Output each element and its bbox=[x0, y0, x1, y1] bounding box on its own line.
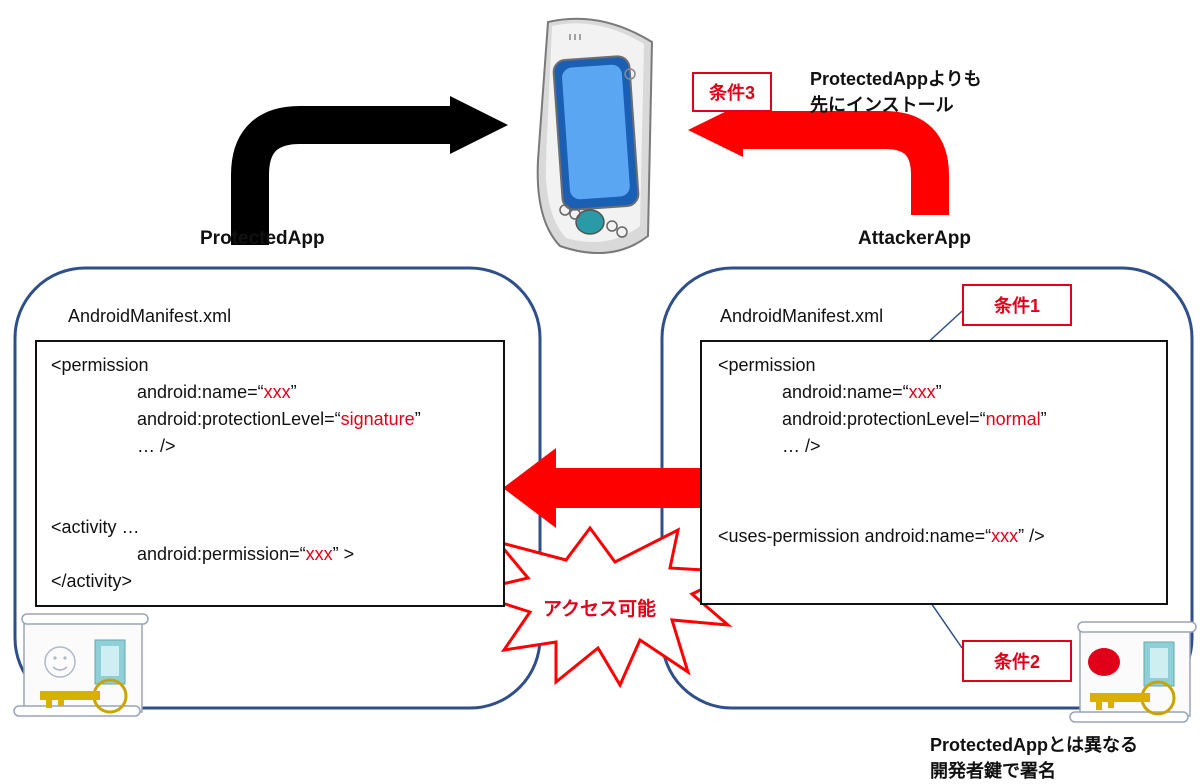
code-line: android:protectionLevel=“normal” bbox=[782, 406, 1047, 433]
code-line: <uses-permission android:name=“xxx” /> bbox=[718, 523, 1045, 550]
smartphone-icon bbox=[536, 17, 654, 255]
code-text: android:name=“ bbox=[137, 382, 264, 402]
code-text: android:name=“ bbox=[782, 382, 909, 402]
code-value: signature bbox=[340, 409, 415, 429]
condition3-note: ProtectedAppよりも 先にインストール bbox=[810, 66, 982, 118]
certificate-redseal-key-icon bbox=[1069, 621, 1197, 723]
access-burst-shape bbox=[462, 525, 739, 689]
code-line: android:permission=“xxx” > bbox=[137, 541, 354, 568]
protected-manifest-code: <permission android:name=“xxx” android:p… bbox=[35, 340, 505, 607]
code-text: ” > bbox=[332, 544, 355, 564]
certificate-smiley-key-icon bbox=[13, 613, 149, 717]
access-possible-label: アクセス可能 bbox=[543, 599, 657, 620]
code-text: ” /> bbox=[1018, 526, 1045, 546]
code-text: ” bbox=[414, 409, 421, 429]
code-text: ” bbox=[1040, 409, 1047, 429]
code-value: xxx bbox=[263, 382, 291, 402]
code-line: </activity> bbox=[51, 571, 133, 591]
code-text: <uses-permission android:name=“ bbox=[718, 526, 992, 546]
condition2-badge: 条件2 bbox=[962, 640, 1072, 682]
code-text: android:permission=“ bbox=[137, 544, 306, 564]
attacker-manifest-code: <permission android:name=“xxx” android:p… bbox=[700, 340, 1168, 605]
condition3-note-line1: ProtectedAppよりも bbox=[810, 69, 982, 89]
code-value: xxx bbox=[991, 526, 1019, 546]
code-line: … /> bbox=[782, 436, 821, 456]
code-line: <permission bbox=[51, 355, 149, 375]
protected-manifest-label: AndroidManifest.xml bbox=[68, 306, 232, 326]
code-text: ” bbox=[290, 382, 297, 402]
code-value: xxx bbox=[908, 382, 936, 402]
condition2-note-line1: ProtectedAppとは異なる bbox=[930, 735, 1139, 755]
code-line: android:name=“xxx” bbox=[137, 379, 297, 406]
code-line: <activity … bbox=[51, 517, 140, 537]
code-text: android:protectionLevel=“ bbox=[137, 409, 341, 429]
condition3-note-line2: 先にインストール bbox=[810, 95, 954, 115]
attacker-manifest-label: AndroidManifest.xml bbox=[720, 306, 884, 326]
code-value: normal bbox=[985, 409, 1041, 429]
access-arrow-red bbox=[503, 448, 702, 528]
condition1-badge: 条件1 bbox=[962, 284, 1072, 326]
install-arrow-black bbox=[231, 96, 508, 245]
condition3-badge: 条件3 bbox=[692, 72, 772, 112]
condition2-note-line2: 開発者鍵で署名 bbox=[930, 761, 1056, 781]
attacker-app-title: AttackerApp bbox=[858, 228, 971, 249]
condition2-note: ProtectedAppとは異なる 開発者鍵で署名 bbox=[930, 732, 1138, 784]
code-line: … /> bbox=[137, 436, 176, 456]
code-text: android:protectionLevel=“ bbox=[782, 409, 986, 429]
code-line: <permission bbox=[718, 355, 816, 375]
code-line: android:name=“xxx” bbox=[782, 379, 942, 406]
install-arrow-red bbox=[688, 103, 949, 215]
code-text: ” bbox=[935, 382, 942, 402]
protected-app-title: ProtectedApp bbox=[200, 228, 325, 249]
code-line: android:protectionLevel=“signature” bbox=[137, 406, 421, 433]
code-value: xxx bbox=[305, 544, 333, 564]
